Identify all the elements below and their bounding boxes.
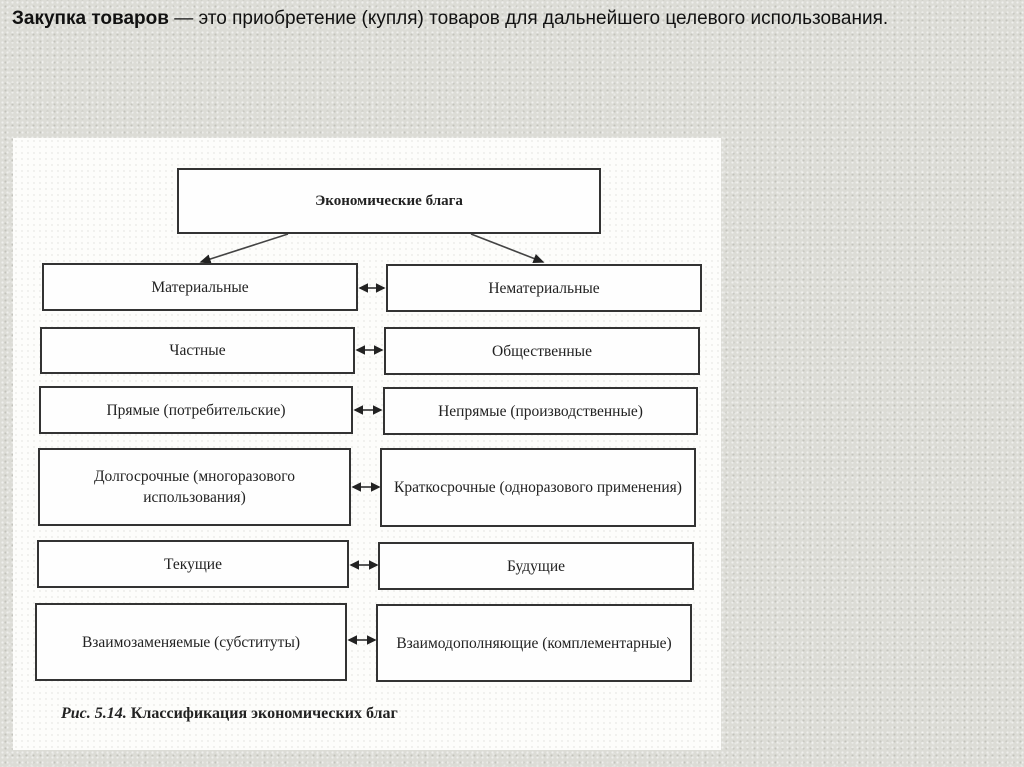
pair-5-right-label: Будущие: [506, 557, 566, 575]
pair-4-left-box: Долгосрочные (многоразового использовани…: [38, 448, 351, 526]
connector-lines: [199, 233, 545, 645]
pair-1-right-label: Нематериальные: [488, 279, 600, 297]
pair-1-left-box: Материальные: [42, 263, 358, 311]
pair-1-right-box: Нематериальные: [386, 264, 702, 312]
pair-2-left-label: Частные: [169, 342, 226, 359]
pair-4-left-label: Долгосрочные (многоразового использовани…: [93, 468, 296, 506]
pair-3-right-label: Непрямые (производственные): [438, 402, 643, 420]
root-branch-arrows: [199, 233, 545, 264]
intro-definition: — это приобретение (купля) товаров для д…: [168, 8, 889, 29]
pair-6-right-label: Взаимодополняющие (комплементарные): [396, 634, 672, 652]
pair-6-left-label: Взаимозаменяемые (субституты): [81, 633, 301, 651]
intro-paragraph: Закупка товаров — это приобретение (купл…: [12, 6, 1012, 32]
caption-prefix: Рис. 5.14.: [61, 705, 127, 722]
pair-2-left-box: Частные: [40, 327, 355, 374]
pair-3-right-box: Непрямые (производственные): [383, 387, 698, 435]
classification-figure: Экономические блага Материальные Нематер…: [13, 138, 721, 750]
root-box: Экономические блага: [177, 168, 601, 234]
caption-text: Классификация экономических благ: [126, 705, 398, 722]
figure-caption: Рис. 5.14. Классификация экономических б…: [61, 705, 398, 723]
pair-6-right-box: Взаимодополняющие (комплементарные): [376, 604, 692, 682]
pair-3-left-box: Прямые (потребительские): [39, 386, 353, 434]
pair-5-left-label: Текущие: [164, 555, 222, 573]
pair-5-left-box: Текущие: [37, 540, 349, 588]
pair-6-left-box: Взаимозаменяемые (субституты): [35, 603, 347, 681]
pair-4-right-box: Краткосрочные (одноразового применения): [380, 448, 696, 527]
pair-2-right-box: Общественные: [384, 327, 700, 375]
pair-4-right-label: Краткосрочные (одноразового применения): [394, 479, 682, 496]
pair-2-right-label: Общественные: [492, 342, 592, 360]
intro-term: Закупка товаров: [12, 8, 169, 29]
root-label: Экономические блага: [315, 192, 463, 209]
pair-3-left-label: Прямые (потребительские): [106, 401, 286, 419]
pair-1-left-label: Материальные: [151, 278, 249, 296]
pair-arrows: [347, 283, 386, 645]
pair-5-right-box: Будущие: [378, 542, 694, 590]
